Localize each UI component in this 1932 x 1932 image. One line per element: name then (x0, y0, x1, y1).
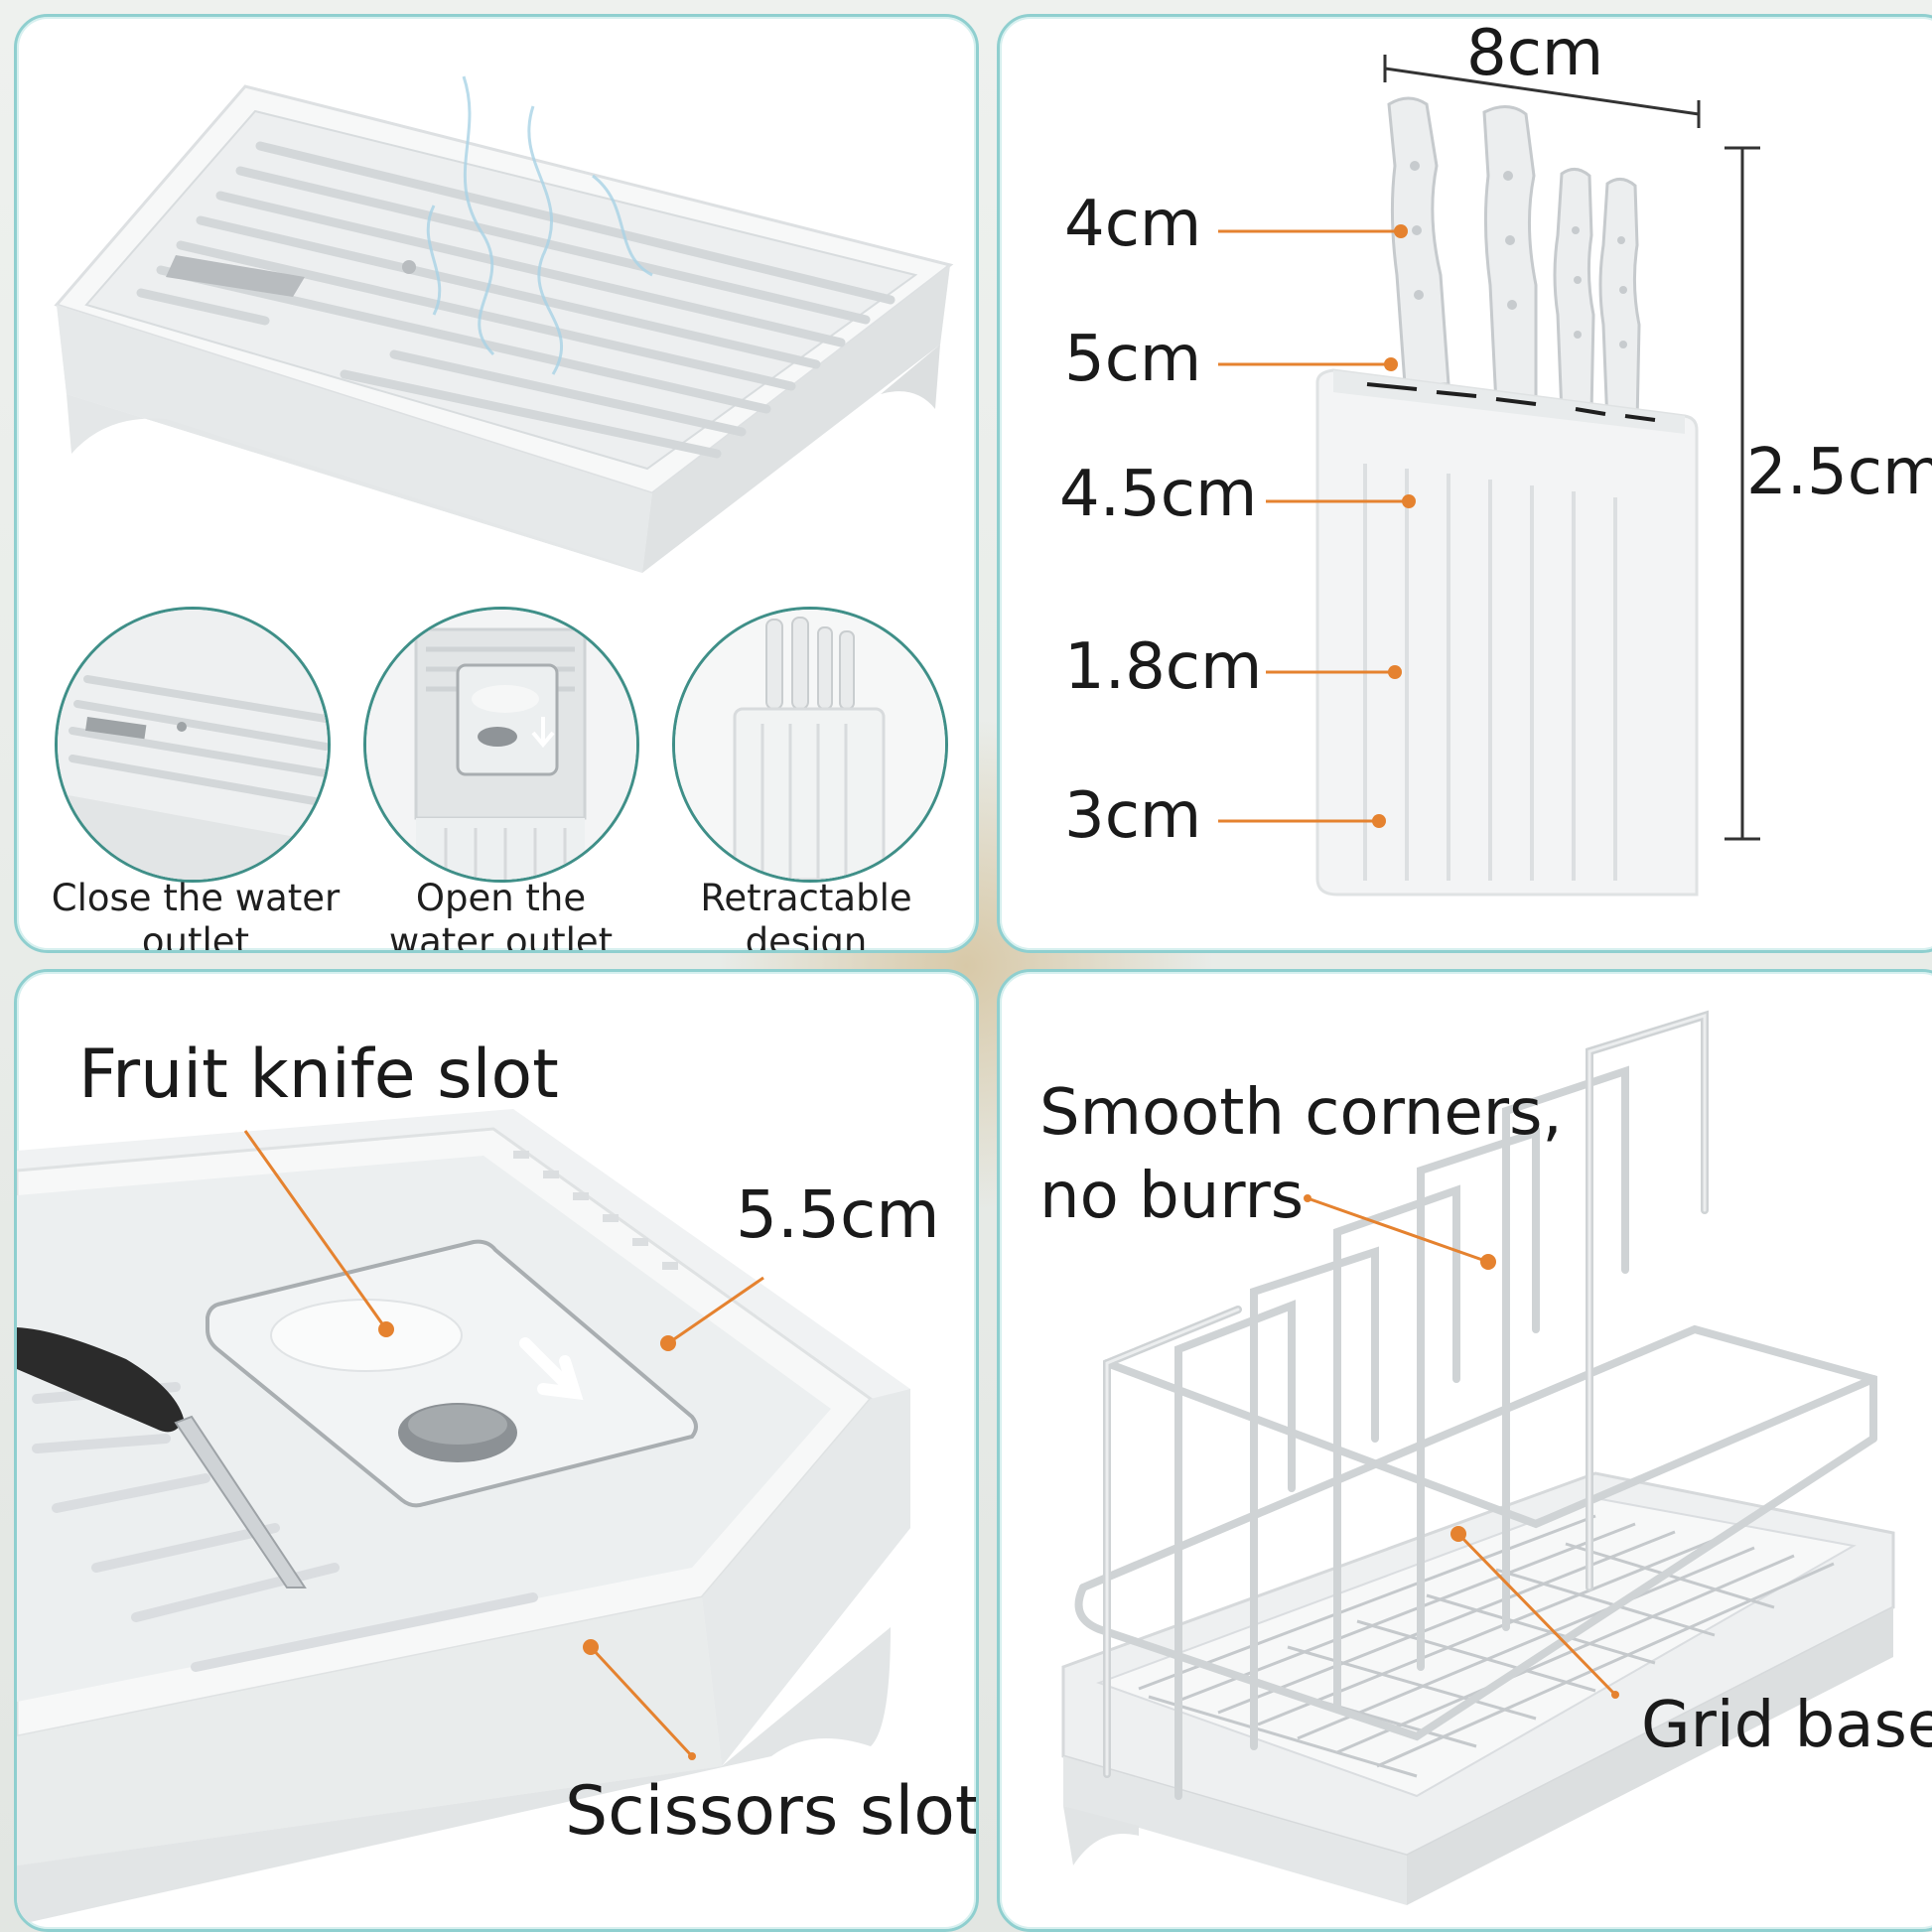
retractable-detail (672, 607, 948, 883)
caption-open-outlet: Open the water outlet (388, 877, 614, 953)
panel-knife-block: 8cm 2.5cm 4cm 5cm 4.5cm 1.8cm 3cm (997, 14, 1932, 953)
scissors-slot-label: Scissors slot (565, 1772, 979, 1851)
tray-closeup-illustration (17, 1109, 910, 1925)
smooth-corners-line1: Smooth corners, (1039, 1076, 1563, 1150)
fruit-knife-slot-label: Fruit knife slot (78, 1035, 559, 1114)
knife-block-illustration (1218, 55, 1760, 897)
grid-base-label: Grid base (1641, 1689, 1932, 1762)
closed-outlet-detail (55, 607, 331, 883)
slot-label-4: 1.8cm (1064, 630, 1263, 704)
dish-rack-illustration (1061, 1010, 1895, 1905)
height-label: 2.5cm (1746, 436, 1932, 509)
smooth-corners-line2: no burrs (1039, 1160, 1305, 1233)
panel-drain-tray: Close the water outlet Open the water ou… (14, 14, 979, 953)
slot-label-2: 5cm (1064, 323, 1202, 396)
depth-label: 5.5cm (736, 1176, 940, 1253)
panel-fruit-knife-slot: Fruit knife slot 5.5cm Scissors slot (14, 969, 979, 1932)
smooth-corners-label: Smooth corners, no burrs (1039, 1071, 1563, 1238)
panel-dish-rack: Smooth corners, no burrs Grid base (997, 969, 1932, 1932)
caption-close-outlet: Close the water outlet (51, 877, 341, 953)
slot-label-3: 4.5cm (1059, 458, 1258, 531)
slot-label-5: 3cm (1064, 779, 1202, 853)
open-outlet-detail (363, 607, 639, 883)
drain-tray-illustration (54, 75, 954, 573)
width-label: 8cm (1466, 17, 1604, 90)
slot-label-1: 4cm (1064, 188, 1202, 261)
caption-retractable: Retractable design (700, 877, 912, 953)
